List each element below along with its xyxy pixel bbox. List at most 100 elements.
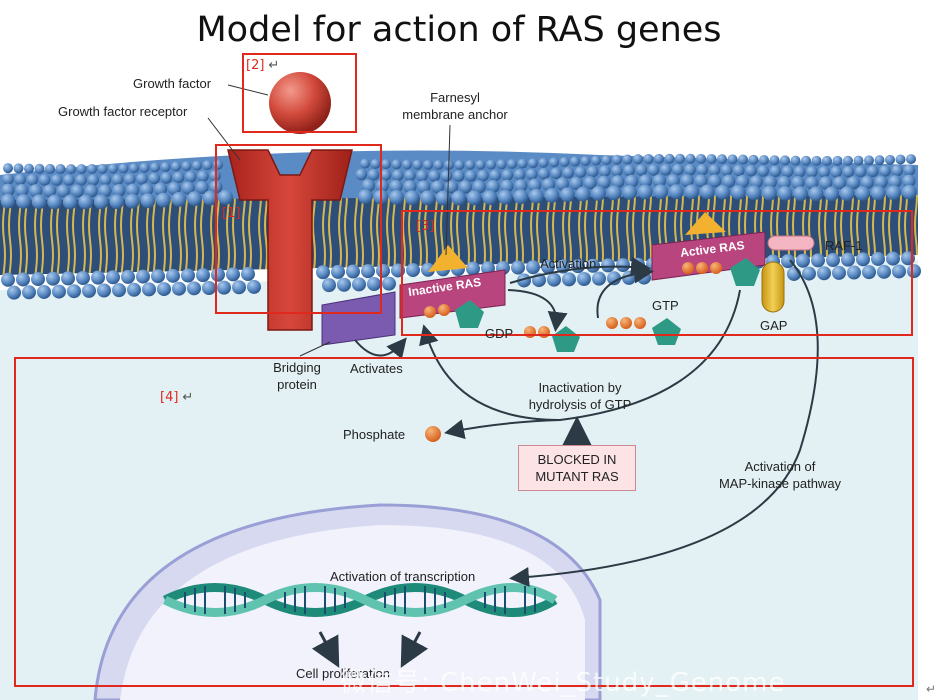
lipid-head xyxy=(14,173,26,186)
lipid-head xyxy=(160,161,171,172)
lipid-head xyxy=(192,160,202,171)
lipid-head xyxy=(486,159,496,170)
lipid-head xyxy=(486,179,500,194)
lipid-head xyxy=(826,253,840,268)
gdp-pentagon-inactive xyxy=(455,300,484,328)
lipid-head xyxy=(722,174,736,188)
lipid-head xyxy=(832,155,843,166)
lipid-head xyxy=(22,285,36,300)
lipid-head xyxy=(352,277,366,292)
lipid-head xyxy=(611,164,623,177)
lipid-head xyxy=(653,184,669,200)
gtp-ball-a1 xyxy=(682,262,694,274)
lipid-head xyxy=(601,155,612,166)
lipid-head xyxy=(46,271,60,286)
lipid-head xyxy=(597,175,611,189)
lipid-head xyxy=(124,173,136,186)
lipid-head xyxy=(637,184,653,200)
map-kinase-arrow xyxy=(509,259,819,587)
lipid-head xyxy=(379,169,392,181)
lipid-head xyxy=(902,174,916,188)
bridging-leader xyxy=(299,341,331,357)
lipid-head xyxy=(433,159,444,170)
lipid-head xyxy=(465,170,477,182)
lipid-head xyxy=(903,164,916,176)
lipid-head xyxy=(202,160,213,171)
gdp-release-arrow xyxy=(507,289,568,332)
lipid-head xyxy=(544,188,560,203)
lipid-head xyxy=(38,174,51,186)
lipid-head xyxy=(37,284,51,299)
lipid-head xyxy=(864,155,874,166)
lipid-head xyxy=(67,284,81,299)
lipid-head xyxy=(136,269,150,284)
phosphate-arrow xyxy=(444,419,561,440)
lipid-head xyxy=(591,186,606,201)
lipid-head xyxy=(50,174,63,186)
lipid-head xyxy=(26,173,39,186)
lipid-head xyxy=(541,177,556,192)
lipid-head xyxy=(34,163,45,174)
lipid-head xyxy=(511,260,525,275)
lipid-head xyxy=(853,155,864,166)
lipid-head xyxy=(337,277,351,292)
lipid-head xyxy=(746,185,762,201)
lipid-head xyxy=(42,184,57,198)
lipid-head xyxy=(569,176,583,190)
lipid-head xyxy=(842,165,855,178)
lipid-head xyxy=(217,280,231,295)
lipid-head xyxy=(580,155,591,166)
lipid-head xyxy=(606,185,622,201)
lipid-head xyxy=(790,155,801,166)
lipid-head xyxy=(172,171,185,184)
lipid-head xyxy=(99,174,112,186)
lipid-head xyxy=(391,169,404,182)
lipid-head xyxy=(466,190,482,206)
gdp-ball-1 xyxy=(424,306,436,318)
lipid-head xyxy=(577,272,591,287)
dna-arrow-right xyxy=(400,631,429,668)
lipid-head xyxy=(477,169,489,182)
lipid-head xyxy=(528,178,542,192)
raf1-bar xyxy=(767,235,815,251)
lipid-head xyxy=(762,185,777,201)
lipid-head xyxy=(15,183,29,198)
lipid-head xyxy=(358,189,373,205)
lipid-head xyxy=(638,174,653,188)
lipid-head xyxy=(440,170,453,182)
lipid-head xyxy=(417,180,431,194)
lipid-head xyxy=(435,190,451,206)
lipid-head xyxy=(139,162,150,173)
lipid-head xyxy=(780,155,790,166)
farnesyl-leader xyxy=(445,124,451,256)
region-box-1 xyxy=(215,144,382,314)
lipid-head xyxy=(514,179,528,193)
lipid-heads-top xyxy=(0,153,917,210)
lipid-head xyxy=(195,180,209,194)
lipid-head xyxy=(93,194,109,210)
lipid-head xyxy=(91,270,105,285)
lipid-head xyxy=(684,163,696,176)
lipid-head xyxy=(226,267,240,282)
lipid-head xyxy=(819,176,833,190)
lipid-head xyxy=(167,181,181,196)
lipid-head xyxy=(13,163,24,174)
lipid-head xyxy=(796,253,810,268)
lipid-head xyxy=(745,164,757,177)
lipid-head xyxy=(659,163,672,176)
lipid-head xyxy=(331,264,345,279)
inactive-ras xyxy=(399,269,506,319)
lipid-head xyxy=(406,263,420,278)
lipid-head xyxy=(404,169,416,182)
lipid-head xyxy=(547,272,561,287)
lipid-head xyxy=(888,175,902,189)
lipid-head xyxy=(666,174,680,188)
lipid-head xyxy=(607,271,621,286)
lipid-head xyxy=(727,154,738,165)
lipid-head xyxy=(791,176,805,190)
lipid-head xyxy=(906,154,916,165)
lipid-head xyxy=(47,194,63,210)
lipid-head xyxy=(555,177,570,191)
lipid-head xyxy=(806,166,818,178)
lipid-head xyxy=(187,281,201,296)
